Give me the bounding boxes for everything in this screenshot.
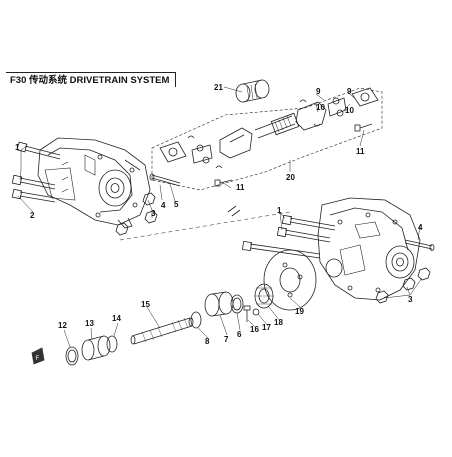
callout-9: 9 <box>347 87 352 96</box>
callout-20: 20 <box>286 173 295 182</box>
callout-1: 1 <box>277 206 282 215</box>
callout-7: 7 <box>224 335 229 344</box>
callout-2: 2 <box>30 211 35 220</box>
callout-6: 6 <box>237 330 242 339</box>
callout-4: 4 <box>161 201 166 210</box>
callout-13: 13 <box>85 319 94 328</box>
callout-18: 18 <box>274 318 283 327</box>
axle-assembly <box>65 249 317 366</box>
callout-10: 10 <box>345 106 354 115</box>
callout-9: 9 <box>316 87 321 96</box>
drive-shaft-assembly <box>151 79 383 191</box>
front-gear-case <box>37 137 151 229</box>
callout-3: 3 <box>408 295 413 304</box>
callout-11: 11 <box>356 147 365 156</box>
callout-3: 3 <box>151 209 156 218</box>
callout-14: 14 <box>112 314 121 323</box>
callout-11: 11 <box>236 183 245 192</box>
diagram-title: F30 传动系统 DRIVETRAIN SYSTEM <box>6 72 177 87</box>
leader-lines <box>17 86 423 348</box>
callout-17: 17 <box>262 323 271 332</box>
callout-16: 16 <box>250 325 259 334</box>
bolts-front-left <box>11 141 181 236</box>
rear-gear-case <box>317 197 421 301</box>
bolts-rear <box>242 214 435 304</box>
corner-badge-letter: F <box>36 356 40 362</box>
callout-21: 21 <box>214 83 223 92</box>
callout-12: 12 <box>58 321 67 330</box>
page-badge <box>31 347 45 365</box>
callout-1: 1 <box>15 143 20 152</box>
callout-labels: 1 2 3 4 5 21 9 10 9 10 11 11 20 1 4 3 19… <box>15 83 423 362</box>
callout-19: 19 <box>295 307 304 316</box>
callout-4: 4 <box>418 223 423 232</box>
callout-10: 10 <box>316 103 325 112</box>
break-mark <box>119 205 291 241</box>
callout-15: 15 <box>141 300 150 309</box>
callout-5: 5 <box>174 200 179 209</box>
callout-8: 8 <box>205 337 210 346</box>
